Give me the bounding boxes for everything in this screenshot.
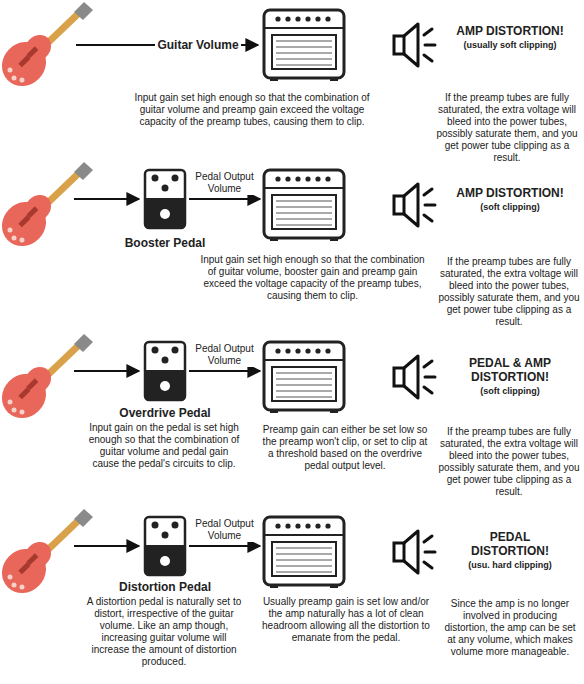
pedal-box: Distortion PedalA distortion pedal is na… [143,515,187,577]
result-note: If the preamp tubes are fully saturated,… [438,256,580,328]
result-subheading: (usu. hard clipping) [440,560,580,571]
result-heading: PEDAL & AMP DISTORTION! [440,356,580,384]
speaker-icon [394,531,435,573]
guitar-icon [0,509,93,602]
pedal-icon [143,340,187,402]
edge-label: Pedal Output Volume [195,171,255,195]
amp-icon [262,8,346,82]
signal-arrow [74,545,139,547]
result-subheading: (soft clipping) [440,202,580,213]
amp-box: Input gain set high enough so that the c… [262,168,346,242]
result-heading: PEDAL DISTORTION! [460,530,560,558]
description-text: Input gain set high enough so that the c… [122,92,382,128]
result-note: If the preamp tubes are fully saturated,… [434,92,580,164]
description-text: Input gain set high enough so that the c… [195,254,430,302]
result-heading: AMP DISTORTION! [440,24,580,38]
signal-arrow [189,198,260,200]
signal-arrow [74,370,139,372]
pedal-name: Booster Pedal [105,236,225,250]
description-text: Usually preamp gain is set low and/or th… [262,596,430,644]
pedal-box: Booster Pedal [143,168,187,230]
result-subheading: (soft clipping) [440,386,580,397]
amp-icon [262,340,346,414]
pedal-name: Overdrive Pedal [100,406,230,420]
speaker-icon [394,356,435,398]
signal-arrow [189,545,260,547]
description-text: Preamp gain can either be set low so the… [262,424,428,472]
edge-label: Pedal Output Volume [195,343,255,367]
result-note: If the preamp tubes are fully saturated,… [438,426,580,498]
edge-label: Pedal Output Volume [195,518,255,542]
signal-arrow [74,198,139,200]
result-note: Since the amp is no longer involved in p… [440,598,580,658]
pedal-name: Distortion Pedal [100,580,230,594]
pedal-icon [143,168,187,230]
speaker-icon [394,24,435,66]
guitar-icon [0,2,93,95]
amp-box: Preamp gain can either be set low so the… [262,340,346,414]
pedal-box: Overdrive PedalInput gain on the pedal i… [143,340,187,402]
result-subheading: (usually soft clipping) [440,40,580,51]
description-text: A distortion pedal is naturally set to d… [84,596,244,668]
amp-icon [262,515,346,589]
amp-box: Input gain set high enough so that the c… [262,8,346,82]
signal-arrow [189,370,260,372]
signal-label: Guitar Volume [155,38,240,52]
guitar-icon [0,334,93,427]
amp-icon [262,168,346,242]
speaker-icon [394,184,435,226]
guitar-icon [0,162,93,255]
description-text: Input gain on the pedal is set high enou… [88,422,240,470]
result-heading: AMP DISTORTION! [440,186,580,200]
amp-box: Usually preamp gain is set low and/or th… [262,515,346,589]
pedal-icon [143,515,187,577]
